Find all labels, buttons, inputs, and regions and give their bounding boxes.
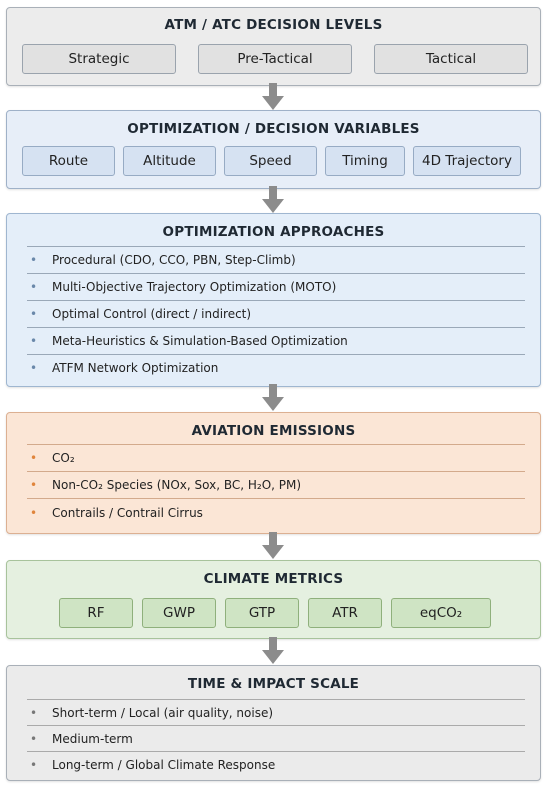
flow-arrow-icon xyxy=(262,384,284,411)
4d-trajectory-box: 4D Trajectory xyxy=(413,146,521,176)
bullet-icon: • xyxy=(30,478,38,492)
bullet-icon: • xyxy=(30,334,38,348)
bullet-icon: • xyxy=(30,307,38,321)
flow-arrow-icon xyxy=(262,83,284,110)
pre-tactical-box: Pre-Tactical xyxy=(198,44,352,74)
list-item: • Multi-Objective Trajectory Optimizatio… xyxy=(27,274,525,301)
list-item: • Short-term / Local (air quality, noise… xyxy=(27,700,525,726)
climate-metrics-row: RF GWP GTP ATR eqCO₂ xyxy=(59,598,491,628)
opt-panel-title: OPTIMIZATION / DECISION VARIABLES xyxy=(127,121,420,137)
emission-co2: CO₂ xyxy=(52,451,75,465)
optimization-variables-panel: OPTIMIZATION / DECISION VARIABLES Route … xyxy=(6,110,541,189)
approach-meta-heuristics: Meta-Heuristics & Simulation-Based Optim… xyxy=(52,334,348,348)
flow-arrow-icon xyxy=(262,186,284,213)
list-item: • Meta-Heuristics & Simulation-Based Opt… xyxy=(27,328,525,355)
atm-panel-title: ATM / ATC DECISION LEVELS xyxy=(164,17,383,33)
atm-decision-levels-panel: ATM / ATC DECISION LEVELS Strategic Pre-… xyxy=(6,7,541,86)
approaches-list: • Procedural (CDO, CCO, PBN, Step-Climb)… xyxy=(27,246,525,381)
tactical-box: Tactical xyxy=(374,44,528,74)
list-item: • CO₂ xyxy=(27,445,525,472)
bullet-icon: • xyxy=(30,451,38,465)
optimization-approaches-panel: OPTIMIZATION APPROACHES • Procedural (CD… xyxy=(6,213,541,387)
metric-gwp-box: GWP xyxy=(142,598,216,628)
flow-arrow-icon xyxy=(262,532,284,559)
approach-atfm: ATFM Network Optimization xyxy=(52,361,219,375)
approaches-panel-title: OPTIMIZATION APPROACHES xyxy=(162,224,385,240)
emissions-list: • CO₂ • Non-CO₂ Species (NOx, Sox, BC, H… xyxy=(27,444,525,526)
bullet-icon: • xyxy=(30,758,38,772)
list-item: • ATFM Network Optimization xyxy=(27,355,525,381)
timing-box: Timing xyxy=(325,146,405,176)
approach-procedural: Procedural (CDO, CCO, PBN, Step-Climb) xyxy=(52,253,296,267)
list-item: • Non-CO₂ Species (NOx, Sox, BC, H₂O, PM… xyxy=(27,472,525,499)
bullet-icon: • xyxy=(30,253,38,267)
list-item: • Procedural (CDO, CCO, PBN, Step-Climb) xyxy=(27,247,525,274)
time-impact-scale-panel: TIME & IMPACT SCALE • Short-term / Local… xyxy=(6,665,541,781)
approach-moto: Multi-Objective Trajectory Optimization … xyxy=(52,280,337,294)
aviation-emissions-panel: AVIATION EMISSIONS • CO₂ • Non-CO₂ Speci… xyxy=(6,412,541,534)
opt-variables-row: Route Altitude Speed Timing 4D Trajector… xyxy=(22,146,521,176)
time-scale-list: • Short-term / Local (air quality, noise… xyxy=(27,699,525,778)
bullet-icon: • xyxy=(30,280,38,294)
emission-non-co2: Non-CO₂ Species (NOx, Sox, BC, H₂O, PM) xyxy=(52,478,302,492)
bullet-icon: • xyxy=(30,361,38,375)
climate-panel-title: CLIMATE METRICS xyxy=(203,571,344,587)
time-long-term: Long-term / Global Climate Response xyxy=(52,758,276,772)
climate-metrics-panel: CLIMATE METRICS RF GWP GTP ATR eqCO₂ xyxy=(6,560,541,639)
list-item: • Long-term / Global Climate Response xyxy=(27,752,525,778)
route-box: Route xyxy=(22,146,115,176)
metric-atr-box: ATR xyxy=(308,598,382,628)
time-short-term: Short-term / Local (air quality, noise) xyxy=(52,705,274,720)
speed-box: Speed xyxy=(224,146,317,176)
atm-levels-row: Strategic Pre-Tactical Tactical xyxy=(22,44,528,74)
approach-optimal-control: Optimal Control (direct / indirect) xyxy=(52,307,252,321)
metric-eqco2-box: eqCO₂ xyxy=(391,598,491,628)
list-item: • Optimal Control (direct / indirect) xyxy=(27,301,525,328)
bullet-icon: • xyxy=(30,731,38,746)
emissions-panel-title: AVIATION EMISSIONS xyxy=(191,423,356,439)
list-item: • Contrails / Contrail Cirrus xyxy=(27,499,525,526)
list-item: • Medium-term xyxy=(27,726,525,752)
metric-gtp-box: GTP xyxy=(225,598,299,628)
time-medium-term: Medium-term xyxy=(52,731,133,746)
flow-arrow-icon xyxy=(262,637,284,664)
strategic-box: Strategic xyxy=(22,44,176,74)
metric-rf-box: RF xyxy=(59,598,133,628)
time-panel-title: TIME & IMPACT SCALE xyxy=(187,676,360,692)
bullet-icon: • xyxy=(30,705,38,720)
altitude-box: Altitude xyxy=(123,146,216,176)
emission-contrails: Contrails / Contrail Cirrus xyxy=(52,505,203,520)
bullet-icon: • xyxy=(30,505,38,520)
